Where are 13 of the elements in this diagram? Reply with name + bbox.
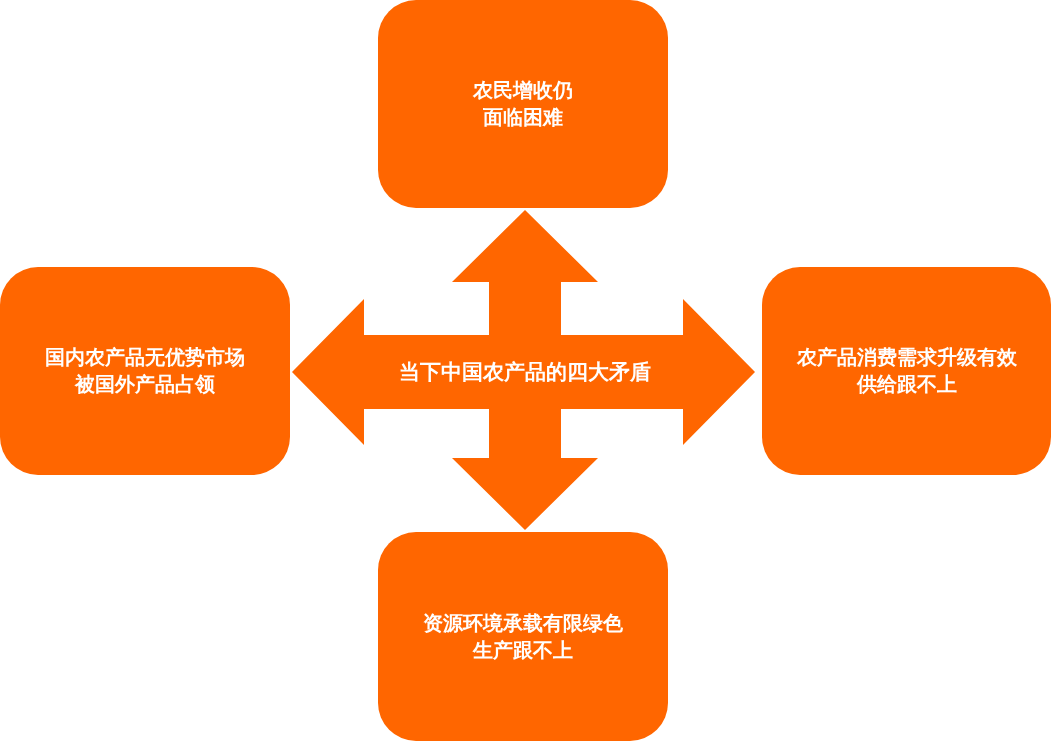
rounded-box [378,532,668,741]
block-arrow [452,210,598,336]
rounded-box [0,267,290,475]
node-label: 资源环境承载有限绿色生产跟不上 [422,609,624,664]
node-label: 国内农产品无优势市场被国外产品占领 [44,344,246,398]
node-label: 农民增收仍面临困难 [472,77,574,131]
node-label: 农产品消费需求升级有效供给跟不上 [795,344,1018,398]
rounded-box [762,267,1051,475]
block-arrow [452,408,598,530]
block-arrow [292,299,364,445]
block-arrow [683,299,755,445]
rounded-box [378,0,668,208]
node-label: 当下中国农产品的四大矛盾 [399,358,651,386]
